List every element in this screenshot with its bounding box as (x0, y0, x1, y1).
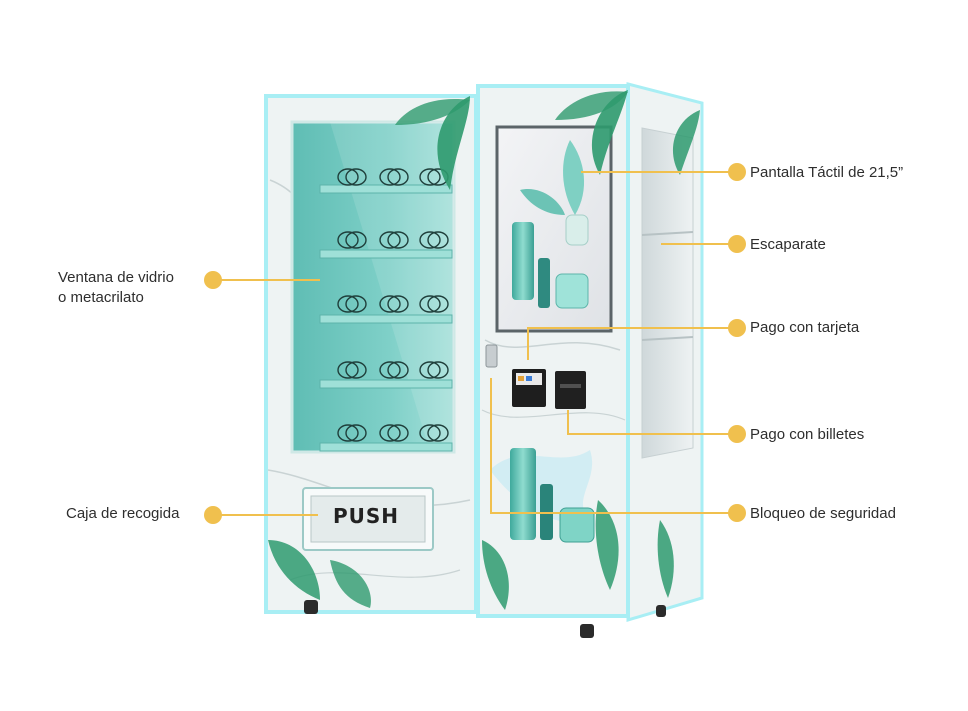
callout-label-showcase: Escaparate (750, 236, 826, 253)
callout-label-glass-window: Ventana de vidrio o metacrilato (58, 268, 174, 308)
vending-machine (264, 82, 704, 638)
callout-dot-bloqueo (728, 504, 746, 522)
callout-label-glass-window-line1: Ventana de vidrio (58, 269, 174, 286)
touch-screen (495, 125, 613, 333)
card-payment-reader (512, 369, 546, 407)
callout-dot-tarjeta (728, 319, 746, 337)
callout-label-bill-payment: Pago con billetes (750, 426, 865, 443)
security-lock (485, 344, 498, 368)
push-label: PUSH (332, 504, 400, 528)
callout-label-card-payment: Pago con tarjeta (750, 319, 860, 336)
glass-window (290, 120, 456, 454)
callout-dot-pantalla (728, 163, 746, 181)
callout-dots (204, 163, 746, 524)
callout-lines (213, 171, 737, 516)
leaf-decoration (268, 90, 700, 610)
callout-label-touch-screen: Pantalla Táctil de 21,5” (750, 164, 904, 181)
side-showcase-window (641, 127, 694, 459)
callout-label-pickup-box: Caja de recogida (66, 505, 180, 522)
callout-dot-ventana (204, 271, 222, 289)
callout-dot-billetes (728, 425, 746, 443)
callout-label-glass-window-line2: o metacrilato (58, 289, 144, 306)
screen-product-tube (512, 222, 534, 300)
callout-dot-caja (204, 506, 222, 524)
door-product-graphic (490, 448, 595, 543)
bill-acceptor (555, 371, 586, 409)
callout-label-security-lock: Bloqueo de seguridad (750, 505, 896, 522)
product-shelves (319, 184, 453, 452)
spiral-coils (337, 168, 449, 442)
wheels (304, 600, 666, 638)
callout-dot-escaparate (728, 235, 746, 253)
pickup-box (302, 487, 434, 551)
